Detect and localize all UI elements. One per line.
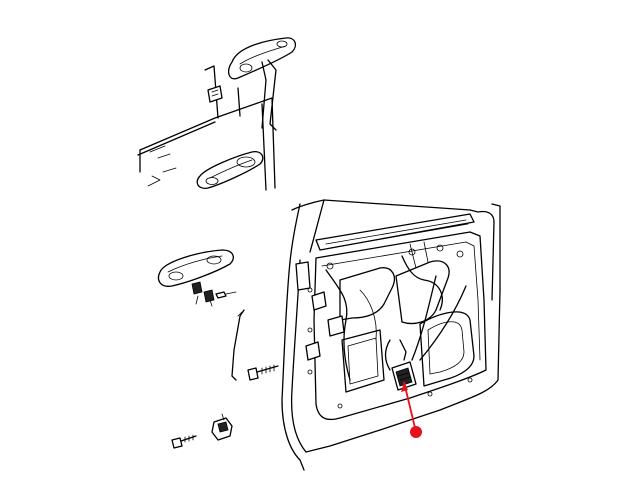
mounting-bolt	[171, 364, 279, 449]
exterior-door-handle-inset	[227, 37, 297, 80]
retaining-clip	[211, 413, 233, 441]
handle-linkage-rod	[231, 309, 245, 381]
handle-bezel	[196, 151, 264, 189]
exterior-door-handle	[157, 249, 237, 307]
door-inner-panel	[281, 199, 501, 471]
door-latch-mechanism	[384, 339, 417, 391]
inset-handle-view	[137, 37, 297, 191]
callout-leader	[401, 381, 422, 438]
callout-dot	[410, 426, 422, 438]
